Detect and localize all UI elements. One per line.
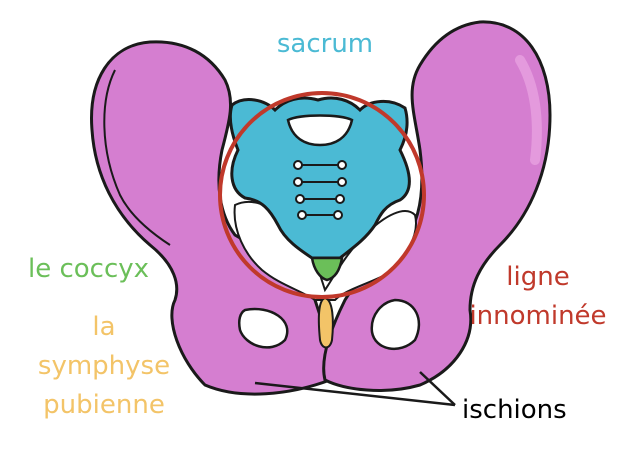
left-obturator-foramen	[237, 307, 289, 349]
sacral-foramina	[293, 160, 347, 220]
left-iliac-wing	[90, 40, 333, 396]
sacrum-top-opening	[286, 114, 354, 147]
label-ligne-line1: ligne	[506, 262, 569, 292]
right-obturator-foramen	[370, 298, 421, 351]
ligne-innominee-circle	[218, 91, 426, 299]
sacrum-bone	[228, 96, 411, 260]
label-ligne-line2: innominée	[469, 301, 606, 331]
ischions-pointers	[254, 371, 456, 407]
coccyx-bone	[310, 256, 344, 282]
label-symphyse-line1: la	[92, 312, 115, 342]
pubic-symphysis	[317, 296, 334, 349]
label-sacrum: sacrum	[277, 29, 373, 59]
label-coccyx: le coccyx	[28, 254, 149, 284]
label-symphyse-line3: pubienne	[43, 390, 165, 420]
right-iliac-wing	[322, 20, 552, 392]
label-symphyse-line2: symphyse	[38, 351, 170, 381]
right-wing-speckle	[515, 55, 542, 165]
left-wing-inner-shade	[103, 69, 171, 246]
label-ischions: ischions	[462, 395, 567, 425]
